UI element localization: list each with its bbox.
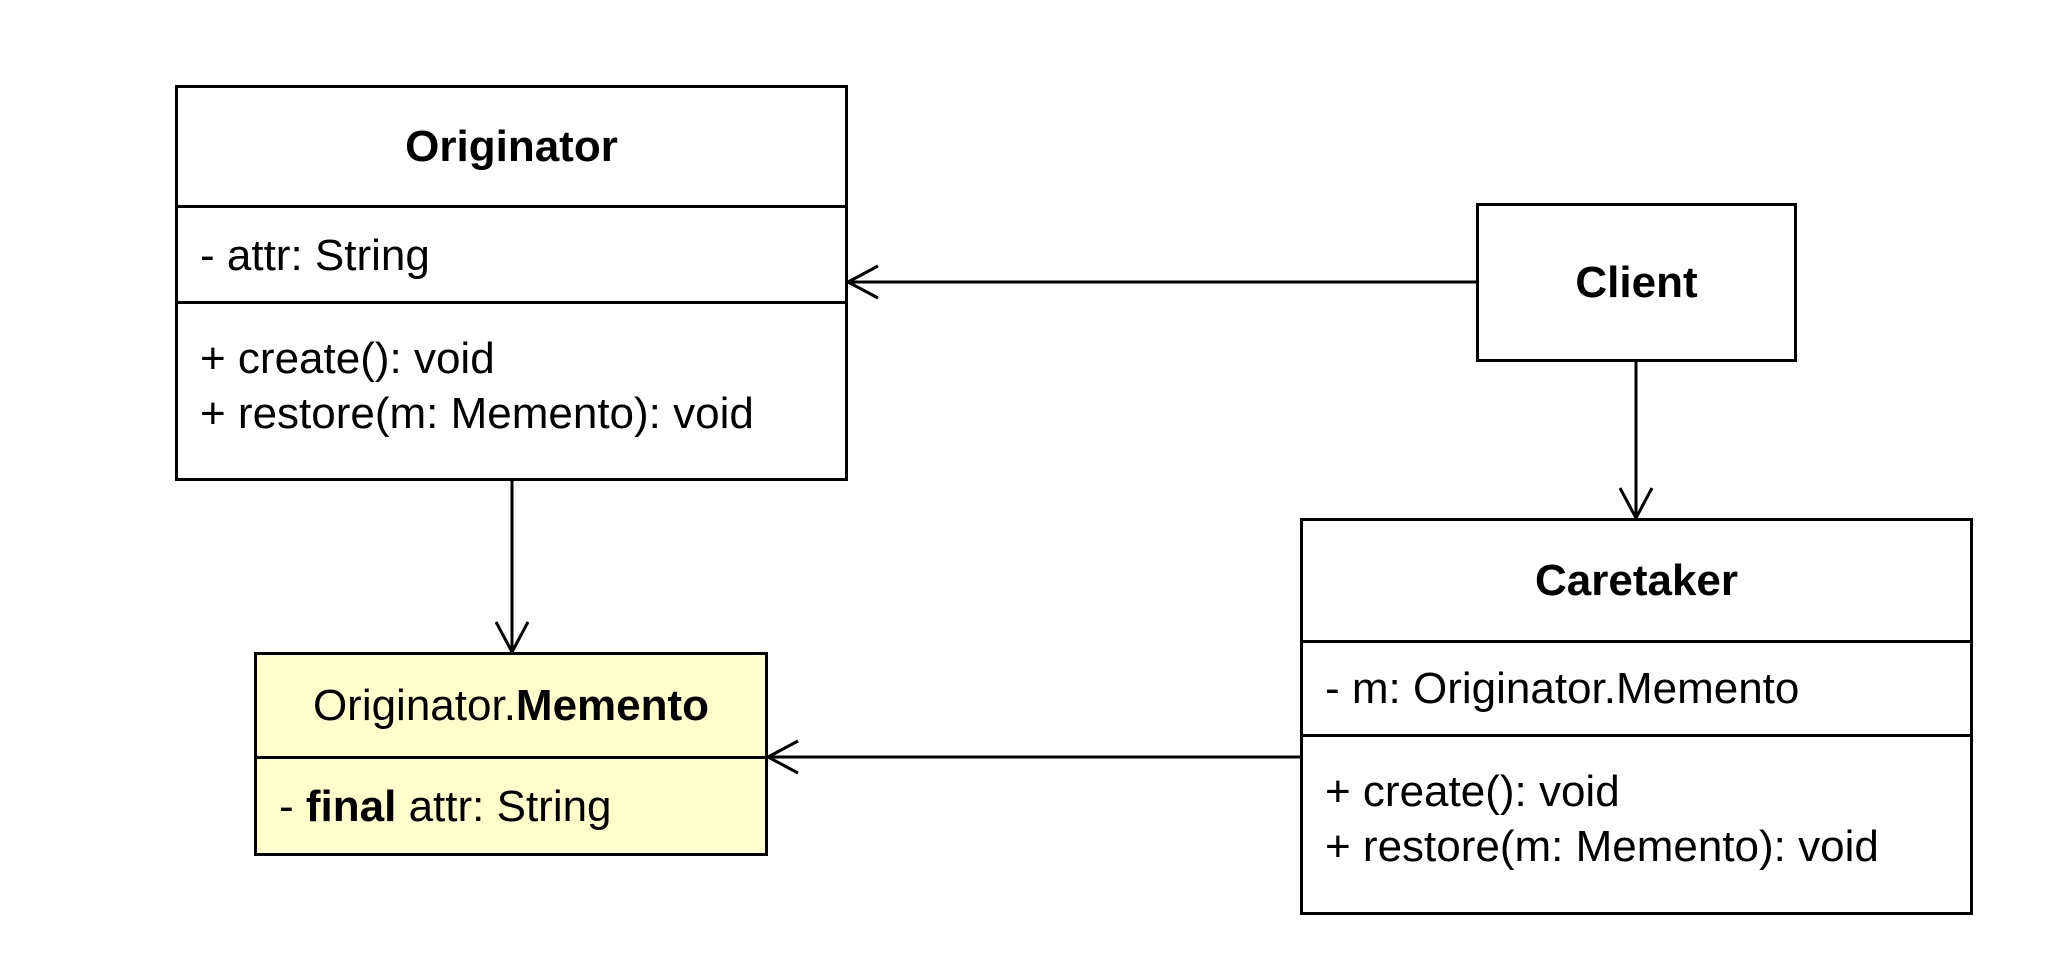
memento-name-bold: Memento <box>515 680 710 730</box>
arrow-client-to-originator <box>844 264 1476 300</box>
originator-class[interactable]: Originator - attr: String + create(): vo… <box>175 85 848 481</box>
memento-attribute-prefix: - <box>279 782 306 831</box>
client-class-name: Client <box>1575 257 1698 307</box>
caretaker-methods: + create(): void + restore(m: Memento): … <box>1303 734 1970 912</box>
memento-attribute-rest: attr: String <box>396 782 612 831</box>
originator-attribute: - attr: String <box>200 231 430 280</box>
originator-attributes: - attr: String <box>178 205 845 301</box>
caretaker-attribute: - m: Originator.Memento <box>1325 664 1800 713</box>
originator-method-create: + create(): void <box>200 334 495 383</box>
arrow-caretaker-to-memento <box>764 739 1300 775</box>
client-class[interactable]: Client <box>1476 203 1797 362</box>
arrow-client-to-caretaker <box>1618 362 1654 522</box>
memento-name-prefix: Originator. <box>312 680 516 730</box>
arrow-originator-to-memento <box>494 481 530 656</box>
caretaker-class[interactable]: Caretaker - m: Originator.Memento + crea… <box>1300 518 1973 915</box>
originator-class-name: Originator <box>405 121 618 171</box>
originator-methods: + create(): void + restore(m: Memento): … <box>178 301 845 478</box>
caretaker-method-restore: + restore(m: Memento): void <box>1325 822 1879 871</box>
memento-attributes: - final attr: String <box>257 756 765 853</box>
memento-attribute-modifier: final <box>305 782 397 831</box>
caretaker-method-create: + create(): void <box>1325 767 1620 816</box>
memento-class-name: Originator.Memento <box>257 655 765 756</box>
memento-class[interactable]: Originator.Memento - final attr: String <box>254 652 768 856</box>
memento-attribute: - final attr: String <box>279 779 765 834</box>
originator-method-restore: + restore(m: Memento): void <box>200 389 754 438</box>
caretaker-attributes: - m: Originator.Memento <box>1303 640 1970 734</box>
caretaker-class-name: Caretaker <box>1534 555 1739 605</box>
